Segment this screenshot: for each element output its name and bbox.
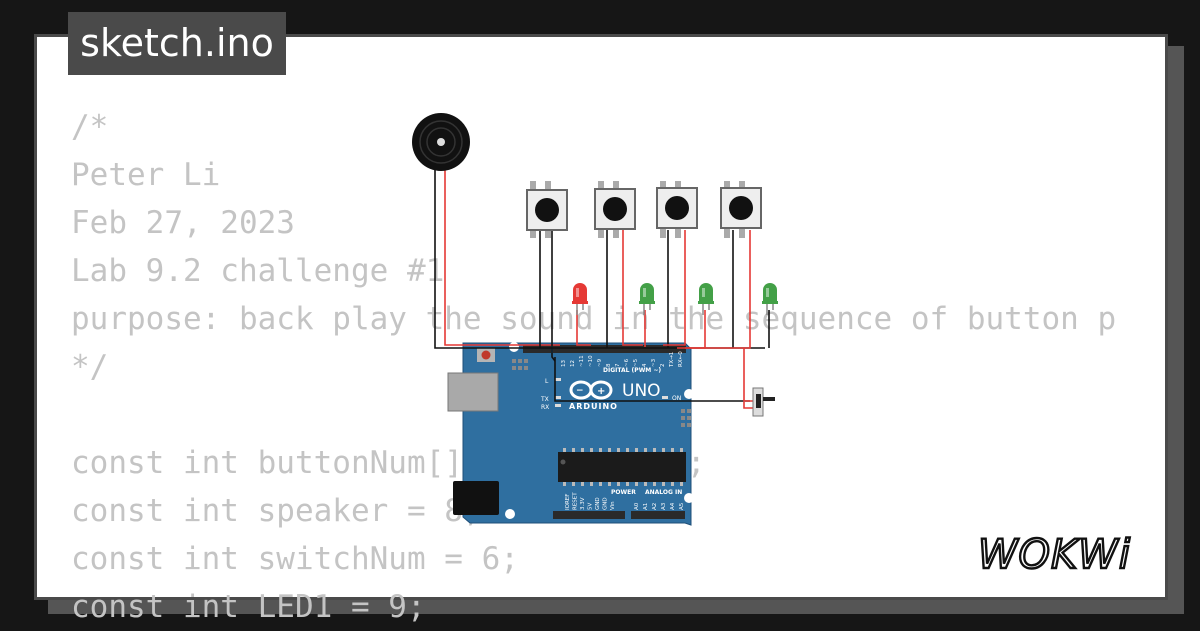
code-line: Peter Li (71, 157, 221, 193)
buzzer-icon[interactable] (412, 113, 470, 171)
digital-label: DIGITAL (PWM ~) (603, 367, 661, 374)
digital-pin-label: ~5 (633, 358, 639, 367)
analog-pin-label: A5 (679, 502, 685, 510)
svg-text:−: − (576, 386, 584, 396)
code-line: const int speaker = 8; (71, 493, 482, 529)
power-pin-label: 5V (588, 503, 594, 510)
analog-pin-label: A2 (652, 503, 658, 510)
code-line: const int switchNum = 6; (71, 541, 519, 577)
analog-pin-label: A1 (643, 503, 649, 510)
led-green[interactable] (698, 283, 714, 315)
pushbutton-3[interactable] (656, 181, 698, 238)
circuit-diagram: − + UNO ARDUINO DIGITAL (PWM ~) TX RX L … (412, 113, 778, 526)
digital-pin-label: 8 (606, 363, 612, 367)
l-label: L (545, 378, 549, 385)
logo-text: WOKWi (978, 532, 1131, 578)
analog-pin-label: A0 (634, 502, 640, 510)
analog-pin-label: A4 (670, 502, 676, 510)
digital-pin-label: 7 (615, 363, 621, 367)
digital-pin-label: 12 (570, 360, 576, 367)
led-green[interactable] (639, 283, 655, 315)
code-line: /* (71, 109, 109, 145)
led-red[interactable] (572, 283, 588, 315)
code-line: Lab 9.2 challenge #1 (71, 253, 445, 289)
digital-pin-label: ~9 (597, 358, 603, 367)
digital-pin-label: ~6 (624, 358, 630, 367)
pushbutton-2[interactable] (594, 181, 636, 238)
power-pin-label: GND (603, 497, 609, 510)
digital-pin-label: 2 (660, 364, 666, 368)
arduino-board: − + UNO ARDUINO DIGITAL (PWM ~) TX RX L … (447, 342, 694, 526)
digital-pin-label: ~11 (579, 355, 585, 367)
digital-pin-label: RX←0 (678, 351, 684, 367)
code-line: */ (71, 349, 109, 385)
digital-pin-label: 4 (642, 363, 648, 367)
digital-pin-label: ~3 (651, 358, 657, 367)
tx-label: TX (540, 396, 549, 403)
rx-label: RX (541, 404, 549, 411)
digital-pin-label: TX→1 (669, 352, 675, 368)
power-pin-label: 3.3V (580, 497, 586, 510)
led-green[interactable] (762, 283, 778, 315)
code-line: const int LED1 = 9; (71, 589, 426, 625)
board-name: UNO (622, 381, 661, 401)
digital-pin-label: 13 (561, 360, 567, 367)
code-line: Feb 27, 2023 (71, 205, 295, 241)
power-pin-label: IOREF (565, 494, 571, 510)
file-title-badge: sketch.ino (68, 12, 286, 75)
analog-label: ANALOG IN (645, 489, 682, 496)
power-pin-label: GND (595, 497, 601, 510)
pushbutton-4[interactable] (720, 181, 762, 238)
on-label: ON (672, 395, 681, 402)
pushbutton-1[interactable] (526, 181, 568, 238)
analog-pin-label: A3 (661, 502, 667, 510)
wokwi-logo-icon: WOKWi (977, 531, 1131, 579)
digital-pin-label: ~10 (588, 355, 594, 367)
arduino-logo-icon (569, 380, 613, 400)
power-pin-label: RESET (573, 492, 579, 510)
svg-text:+: + (597, 386, 605, 397)
power-label: POWER (611, 489, 636, 496)
board-brand: ARDUINO (569, 402, 618, 411)
slide-switch[interactable] (752, 387, 775, 417)
power-pin-label: Vin (610, 501, 616, 510)
